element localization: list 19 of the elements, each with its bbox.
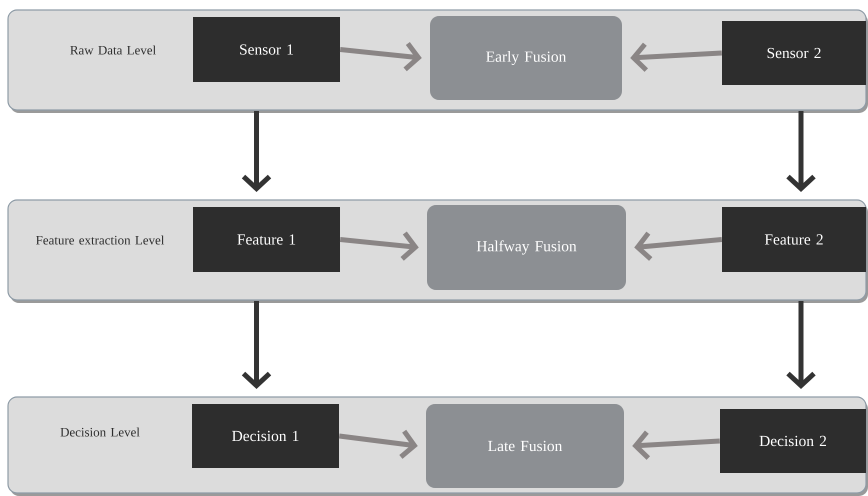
fusion-box: Late Fusion: [426, 404, 624, 488]
source-box: Decision 2: [720, 409, 866, 473]
arrow: [242, 301, 272, 389]
source-box: Sensor 1: [193, 17, 340, 82]
arrow: [786, 301, 816, 389]
fusion-box: Early Fusion: [430, 16, 622, 100]
arrow: [242, 111, 272, 192]
arrow: [632, 430, 720, 460]
source-box: Feature 2: [722, 207, 866, 272]
fusion-box: Halfway Fusion: [427, 205, 626, 290]
source-box: Feature 1: [193, 207, 340, 272]
source-box: Decision 1: [192, 404, 339, 468]
arrow: [634, 232, 722, 261]
arrow: [340, 42, 422, 72]
arrow: [786, 111, 816, 192]
arrow: [630, 42, 722, 72]
source-box: Sensor 2: [722, 21, 866, 85]
arrow: [340, 232, 419, 261]
arrow: [338, 430, 418, 459]
